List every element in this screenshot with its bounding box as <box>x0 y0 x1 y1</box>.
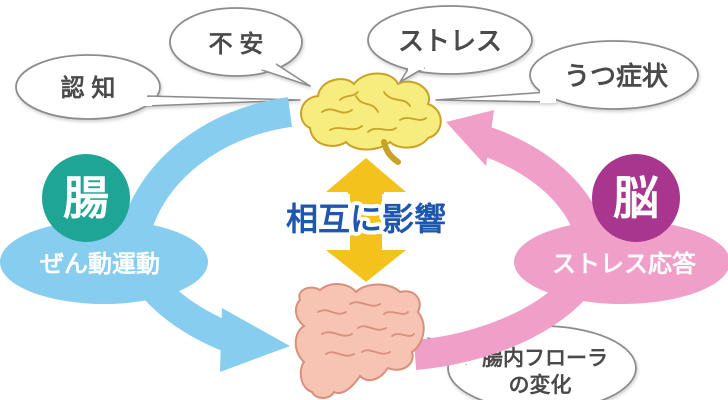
gut-title: 腸 <box>63 172 109 224</box>
center-label: 相互に影響 <box>286 201 446 237</box>
bubble-anxiety <box>169 7 311 87</box>
intestine-icon <box>294 283 425 399</box>
bubble-cognition <box>15 54 301 120</box>
bubble-stress <box>367 5 533 83</box>
brain-subtitle: ストレス応答 <box>552 250 697 278</box>
center-label-outline: 相互に影響 <box>286 201 446 237</box>
brain-title: 脳 <box>613 172 659 224</box>
bubble-anxiety-text: 不 安 <box>209 30 264 58</box>
mutual-influence-arrow <box>326 158 406 282</box>
gut-circle <box>42 154 130 242</box>
brain-label-group <box>514 154 728 304</box>
brain-circle <box>592 154 680 242</box>
bubble-depression-text: うつ症状 <box>564 61 669 91</box>
bubble-cognition-text: 認 知 <box>61 74 116 102</box>
bubble-gut-flora-line2: の変化 <box>509 373 572 397</box>
bubble-stress-text: ストレス <box>398 26 502 56</box>
bubble-depression <box>435 40 699 110</box>
gut-subtitle: ぜん動運動 <box>40 251 160 278</box>
gut-label-group <box>0 154 208 304</box>
brain-icon <box>300 72 442 165</box>
